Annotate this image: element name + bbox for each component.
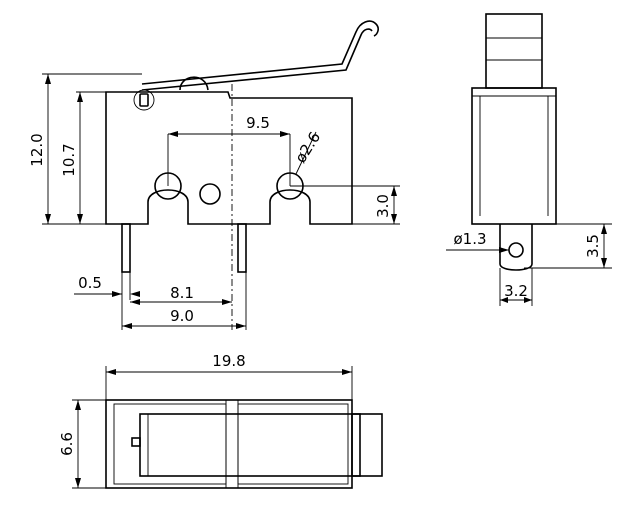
actuator-button bbox=[179, 76, 209, 91]
dim-label-side-tab-width: 3.2 bbox=[504, 282, 528, 300]
side-terminal-tab bbox=[499, 224, 533, 271]
dim-label-bottom-length: 19.8 bbox=[212, 352, 245, 370]
leader-hole-diameter bbox=[295, 131, 317, 175]
dim-label-pin-span: 9.0 bbox=[170, 307, 194, 325]
side-actuator bbox=[485, 13, 543, 89]
lever-arm bbox=[141, 20, 379, 85]
dim-label-pin-thickness: 0.5 bbox=[78, 274, 102, 292]
dim-label-side-tab-height: 3.5 bbox=[584, 234, 602, 258]
dim-label-pin-offset: 8.1 bbox=[170, 284, 194, 302]
switch-body bbox=[105, 91, 353, 225]
pin-right bbox=[237, 223, 247, 273]
bottom-view: 19.8 6.6 bbox=[58, 352, 383, 489]
dim-label-side-hole-diameter: ø1.3 bbox=[453, 230, 486, 248]
dim-label-pin-height: 3.0 bbox=[374, 194, 392, 218]
lever-pivot-ring bbox=[133, 89, 155, 111]
bottom-inner-left bbox=[113, 403, 227, 485]
side-body bbox=[471, 87, 557, 225]
side-terminal-hole bbox=[508, 242, 524, 258]
bottom-inner-right bbox=[237, 403, 349, 485]
front-view: 12.0 10.7 9.5 ø2.6 3.0 0.5 8.1 bbox=[28, 20, 400, 330]
bottom-lever-end bbox=[351, 413, 383, 477]
lever-pivot bbox=[139, 93, 149, 107]
bottom-pin-stub bbox=[131, 437, 141, 447]
dim-label-hole-diameter: ø2.6 bbox=[291, 129, 324, 167]
center-hole bbox=[199, 183, 221, 205]
dim-label-bottom-width: 6.6 bbox=[58, 432, 76, 456]
pin-left bbox=[121, 223, 131, 273]
dim-label-front-height-total: 12.0 bbox=[28, 133, 46, 166]
side-view: ø1.3 3.5 3.2 bbox=[446, 13, 612, 306]
dim-label-front-height-body: 10.7 bbox=[60, 143, 78, 176]
bottom-lever-plate bbox=[139, 413, 361, 477]
dim-label-pin-spacing: 9.5 bbox=[246, 114, 270, 132]
lever-arm-inner bbox=[141, 28, 373, 91]
